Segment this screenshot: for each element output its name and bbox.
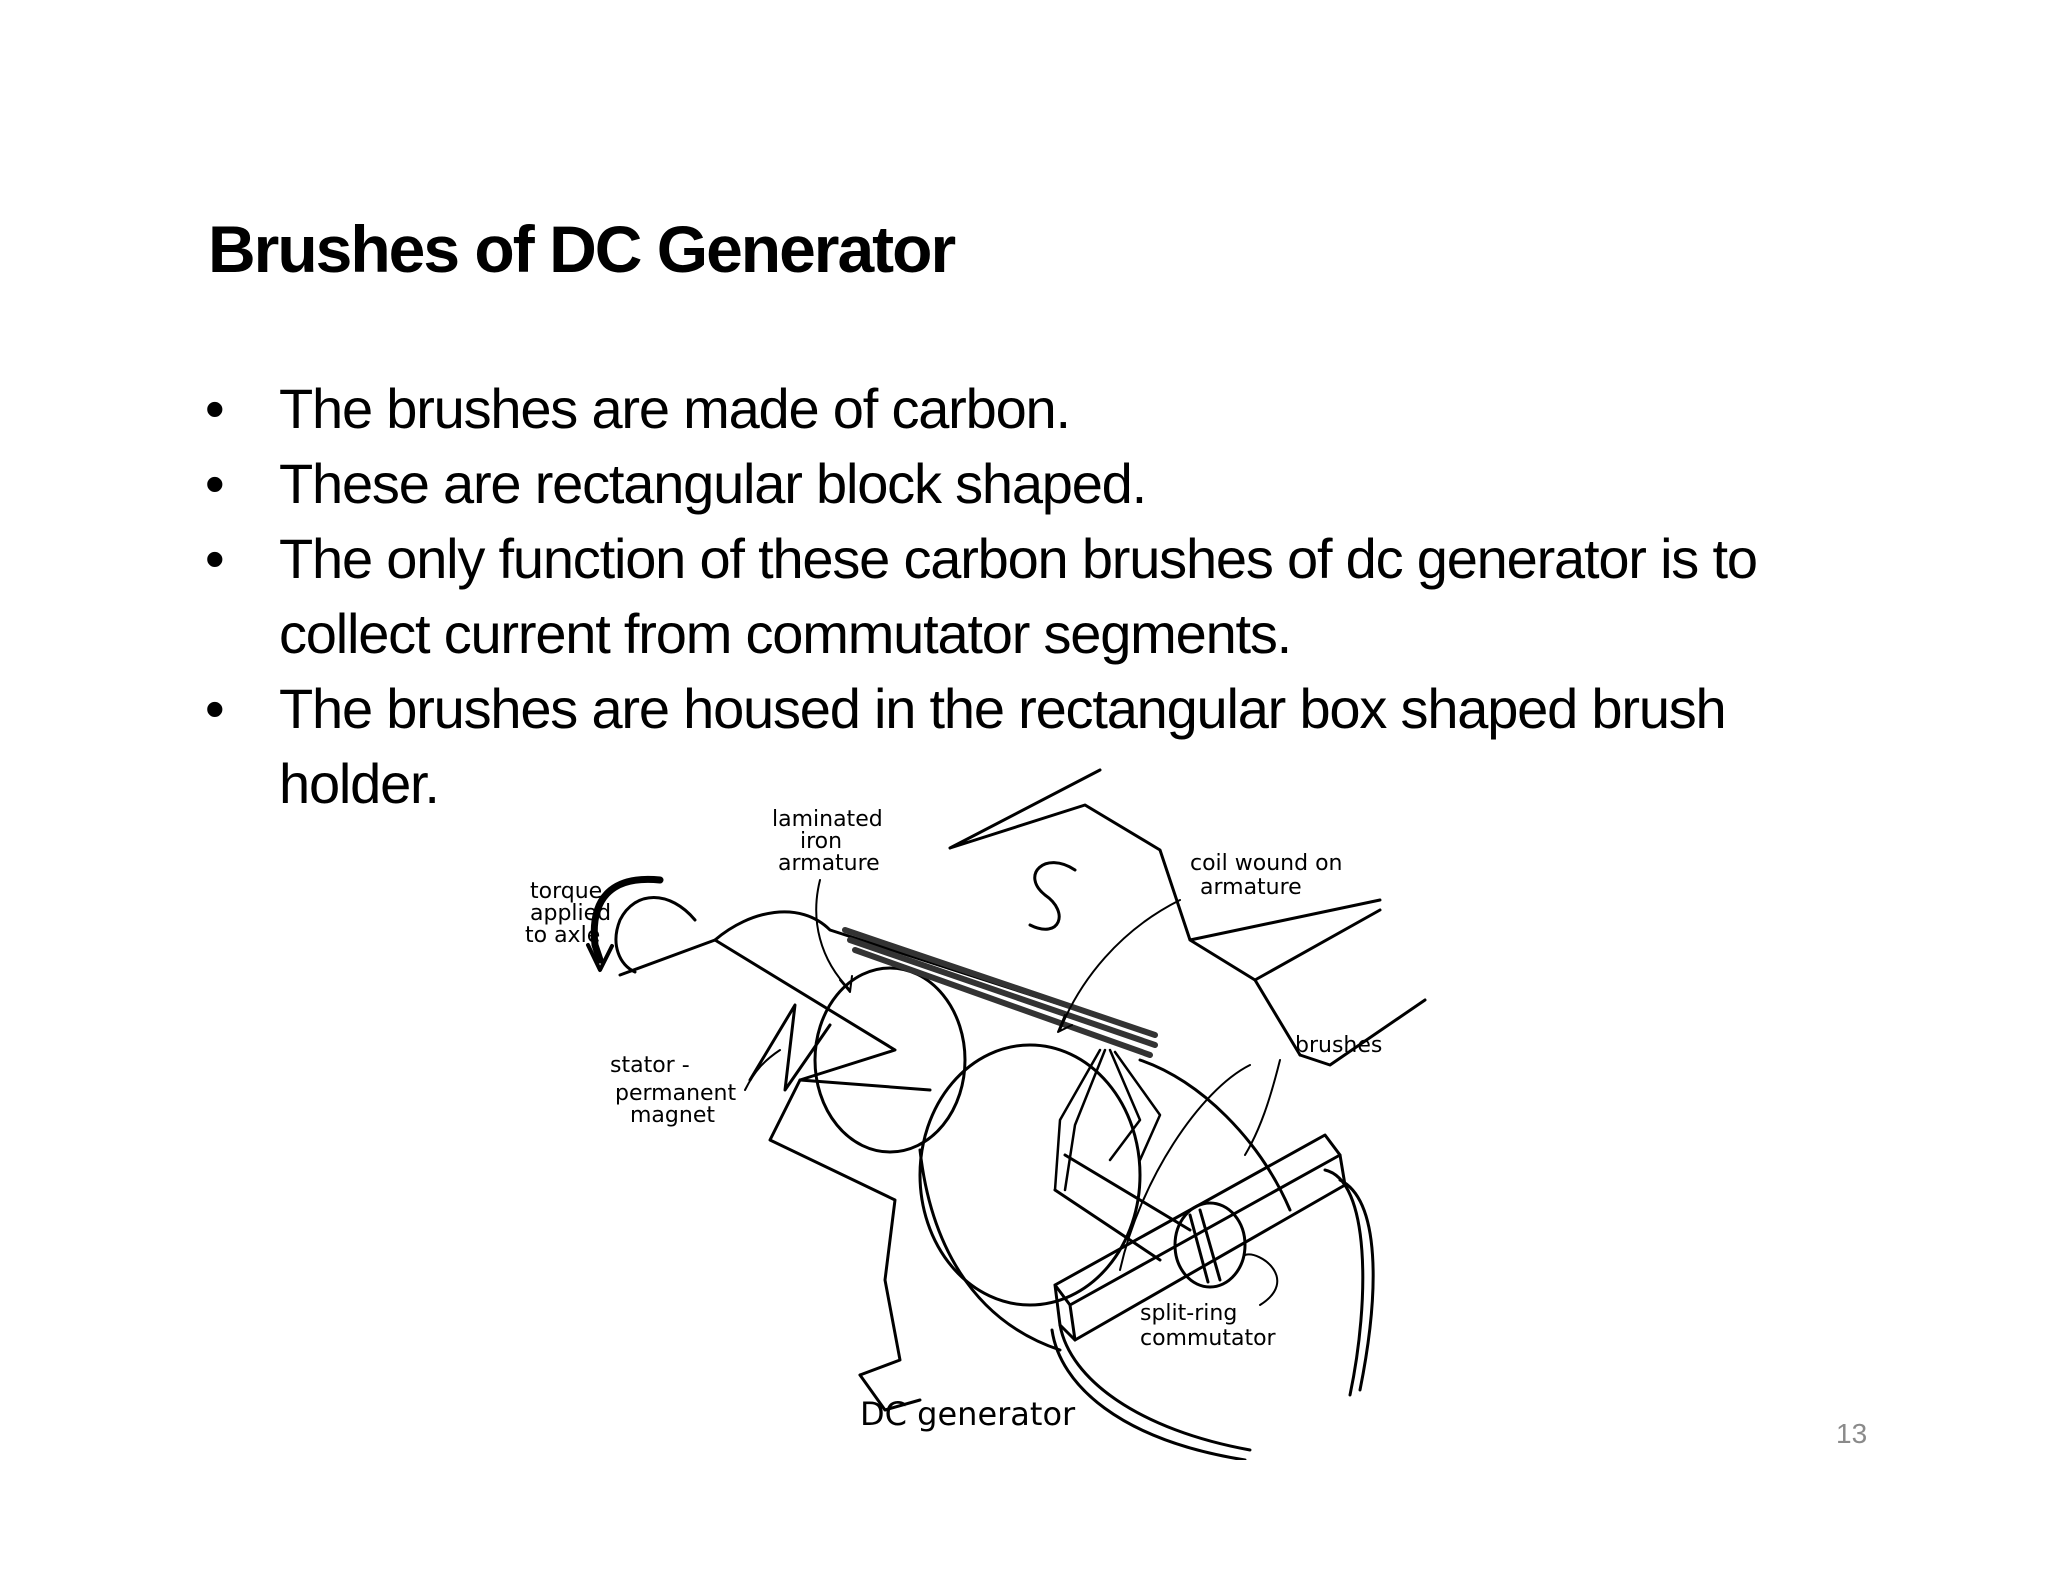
commutator-body bbox=[1053, 1153, 1192, 1262]
label-torque-2: applied bbox=[530, 901, 611, 926]
bullet-text: The brushes are made of carbon. bbox=[279, 377, 1071, 440]
label-stator-3: magnet bbox=[630, 1103, 715, 1128]
bullet-dot: • bbox=[205, 527, 225, 590]
page-number: 13 bbox=[1836, 1418, 1868, 1449]
label-armature-2: iron bbox=[800, 829, 842, 854]
bullet-list: • The brushes are made of carbon. • Thes… bbox=[205, 371, 1845, 821]
label-torque-1: torque bbox=[530, 879, 602, 904]
arrow-stator bbox=[744, 1049, 781, 1091]
bullet-dot: • bbox=[205, 377, 225, 440]
stator-s-right bbox=[1253, 908, 1427, 1067]
bullet-item: • The only function of these carbon brus… bbox=[205, 521, 1845, 671]
pole-n-glyph bbox=[748, 1003, 832, 1092]
dc-generator-diagram: torque applied to axle laminated iron ar… bbox=[500, 760, 1500, 1460]
axle-end bbox=[614, 896, 697, 974]
stator-n-lower bbox=[858, 1373, 922, 1412]
label-commutator-2: commutator bbox=[1140, 1326, 1277, 1351]
output-wire-left bbox=[1050, 1323, 1252, 1460]
label-stator-1: stator - bbox=[610, 1053, 690, 1078]
commutator-split bbox=[1188, 1208, 1222, 1284]
label-brushes: brushes bbox=[1295, 1033, 1382, 1058]
coil-leads bbox=[1053, 1048, 1162, 1192]
label-armature-1: laminated bbox=[772, 807, 883, 832]
output-wire-right bbox=[1323, 1168, 1375, 1397]
bullet-item: • The brushes are made of carbon. bbox=[205, 371, 1845, 446]
arrow-brushes-1 bbox=[1244, 1059, 1281, 1156]
armature-bottom-edge bbox=[798, 1078, 932, 1092]
stator-n-outline bbox=[618, 938, 902, 1377]
stator-s-outline bbox=[948, 768, 1382, 1057]
bullet-item: • These are rectangular block shaped. bbox=[205, 446, 1845, 521]
arrow-brushes-2 bbox=[1119, 1064, 1251, 1271]
diagram-caption: DC generator bbox=[860, 1395, 1076, 1433]
bullet-item: • The brushes are housed in the rectangu… bbox=[205, 671, 1845, 821]
dc-generator-drawing: torque applied to axle laminated iron ar… bbox=[525, 768, 1427, 1460]
bullet-dot: • bbox=[205, 677, 225, 740]
arrow-coil bbox=[1057, 899, 1181, 1033]
arrow-commutator bbox=[1244, 1253, 1279, 1306]
bullet-text: The brushes are housed in the rectangula… bbox=[279, 677, 1727, 815]
torque-arrowhead bbox=[586, 943, 614, 972]
bullet-text: These are rectangular block shaped. bbox=[279, 452, 1147, 515]
bullet-text: The only function of these carbon brushe… bbox=[279, 527, 1758, 665]
label-coil-2: armature bbox=[1200, 875, 1302, 900]
label-commutator-1: split-ring bbox=[1140, 1301, 1237, 1326]
label-torque-3: to axle bbox=[525, 923, 600, 948]
rotor-housing bbox=[918, 1058, 1292, 1352]
bullet-dot: • bbox=[205, 452, 225, 515]
torque-arrow bbox=[590, 875, 664, 964]
armature-end-face bbox=[813, 966, 967, 1154]
label-stator-2: permanent bbox=[615, 1081, 736, 1106]
coil-winding bbox=[842, 927, 1158, 1058]
armature-top-edge bbox=[713, 910, 1142, 1032]
pole-s-glyph bbox=[1028, 861, 1077, 931]
label-armature-3: armature bbox=[778, 851, 880, 876]
arrow-armature bbox=[815, 879, 853, 993]
rotor-disk bbox=[918, 1043, 1142, 1307]
label-coil-1: coil wound on bbox=[1190, 851, 1342, 876]
slide-title: Brushes of DC Generator bbox=[208, 212, 956, 286]
